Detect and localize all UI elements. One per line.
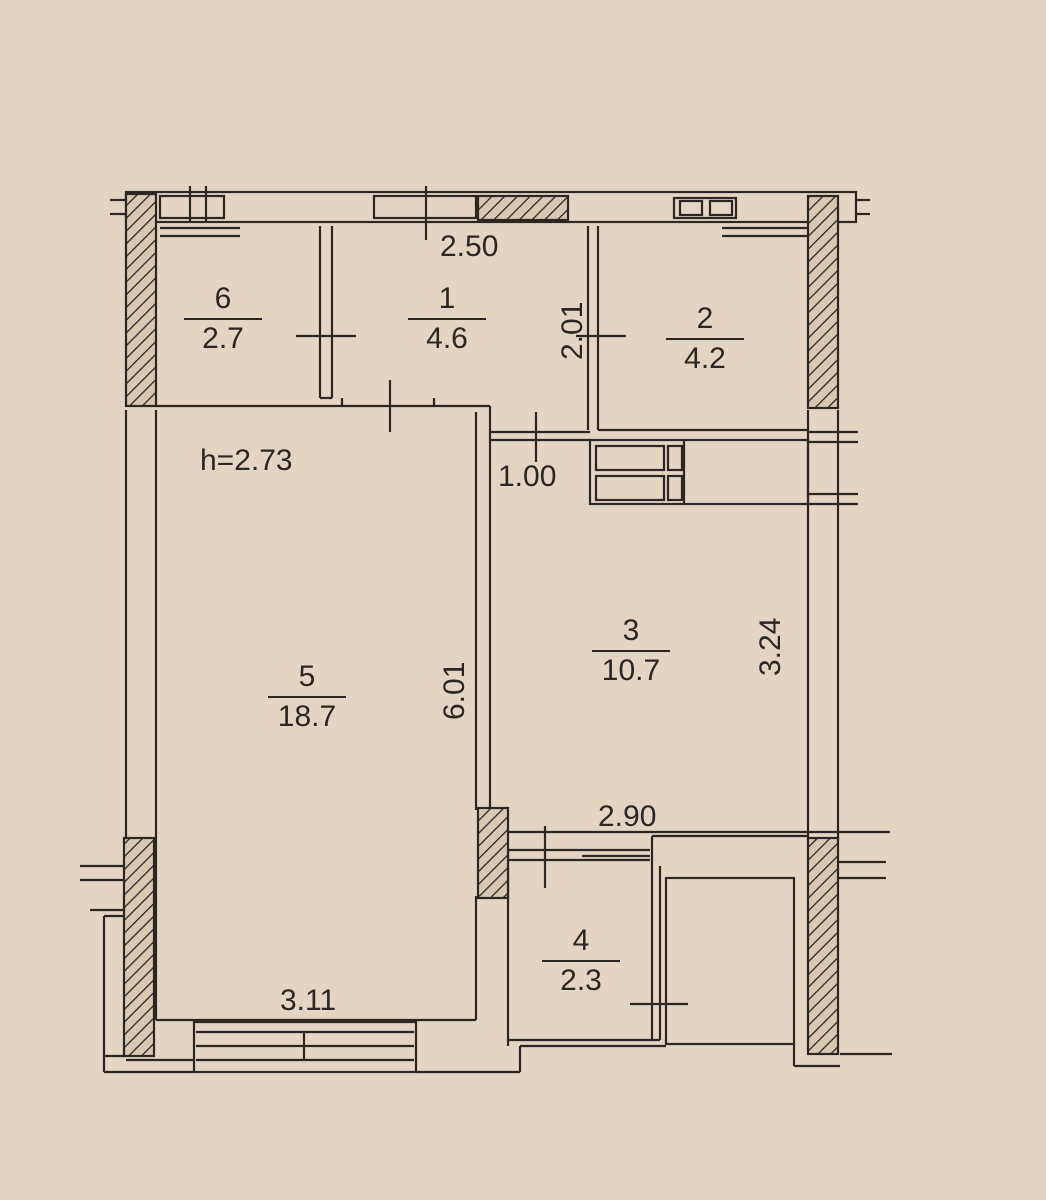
room-number: 6 <box>184 284 262 320</box>
hatched-wall-right-bottom <box>806 836 840 1056</box>
room-3-label: 3 10.7 <box>576 616 686 686</box>
room-number: 3 <box>592 616 670 652</box>
hatched-wall-right-top <box>806 194 840 410</box>
dimension-top-width: 2.50 <box>440 230 499 263</box>
room-number: 4 <box>542 926 620 962</box>
hatched-wall-left-bottom <box>122 836 156 1058</box>
hatched-wall-top-center <box>476 194 570 222</box>
room-5-label: 5 18.7 <box>252 662 362 732</box>
room-area: 4.2 <box>684 342 726 375</box>
room-area: 2.3 <box>560 964 602 997</box>
room-area: 10.7 <box>601 654 661 687</box>
dimension-living-width: 3.11 <box>280 984 337 1017</box>
dimension-room1-height: 2.01 <box>556 301 589 360</box>
dimension-living-length: 6.01 <box>438 661 471 720</box>
room-number: 5 <box>268 662 346 698</box>
room-1-label: 1 4.6 <box>392 284 502 354</box>
ceiling-height-label: h=2.73 <box>200 444 293 477</box>
room-6-label: 6 2.7 <box>168 284 278 354</box>
dimension-kitchen-height: 3.24 <box>754 617 787 676</box>
dimension-corridor-width: 1.00 <box>498 460 557 493</box>
room-area: 2.7 <box>202 322 244 355</box>
room-area: 18.7 <box>277 700 337 733</box>
room-4-label: 4 2.3 <box>526 926 636 996</box>
hatched-wall-middle <box>476 806 510 900</box>
room-number: 1 <box>408 284 486 320</box>
dimension-kitchen-width: 2.90 <box>598 800 657 833</box>
room-number: 2 <box>666 304 744 340</box>
room-2-label: 2 4.2 <box>650 304 760 374</box>
hatched-wall-left-top <box>124 192 158 408</box>
room-area: 4.6 <box>426 322 468 355</box>
